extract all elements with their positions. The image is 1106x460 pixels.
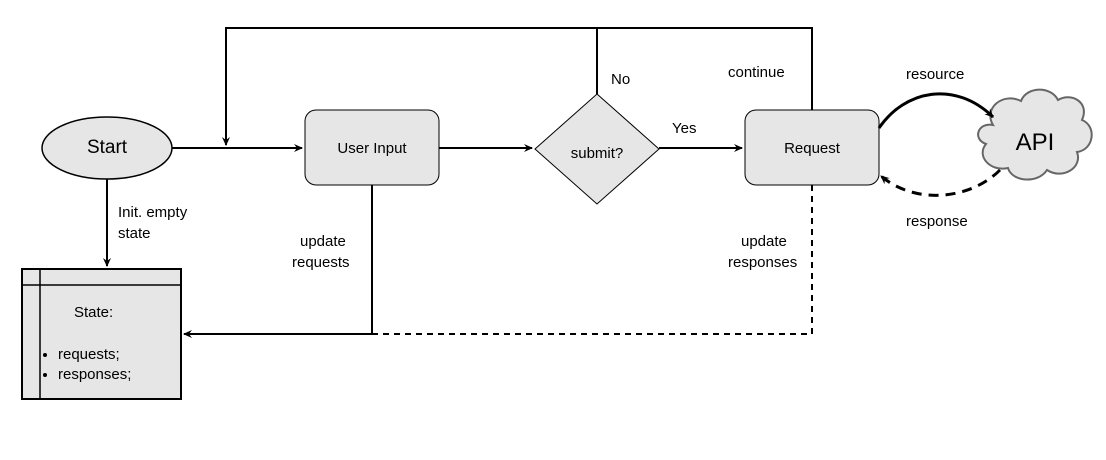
state-item-requests: requests; [58,345,131,365]
api-label: API [1015,129,1055,156]
response-label: response [906,213,968,230]
state-store-node [21,268,182,400]
state-title: State: [74,304,114,321]
decision-label: submit? [570,144,624,162]
init-state-label-line2: state [118,225,151,242]
update-requests-label-line1: update [300,233,346,250]
no-label: No [611,71,631,88]
user-input-label: User Input [337,139,407,157]
request-label: Request [784,139,840,157]
edge-resource [877,92,995,129]
update-responses-label-line2: responses [728,254,798,271]
edge-response [880,168,1002,197]
yes-label: Yes [672,120,697,137]
state-item-responses: responses; [58,365,131,385]
api-cloud-node [977,88,1093,181]
update-responses-label-line1: update [741,233,787,250]
init-state-label-line1: Init. empty [118,204,188,221]
continue-label: continue [728,64,785,81]
edge-update-responses [372,185,813,335]
resource-label: resource [906,66,965,83]
edge-continue-loop [222,27,813,146]
update-requests-label-line2: requests [292,254,350,271]
state-list: requests; responses; [40,345,131,385]
submit-decision-node [534,93,660,205]
start-label: Start [86,137,128,158]
